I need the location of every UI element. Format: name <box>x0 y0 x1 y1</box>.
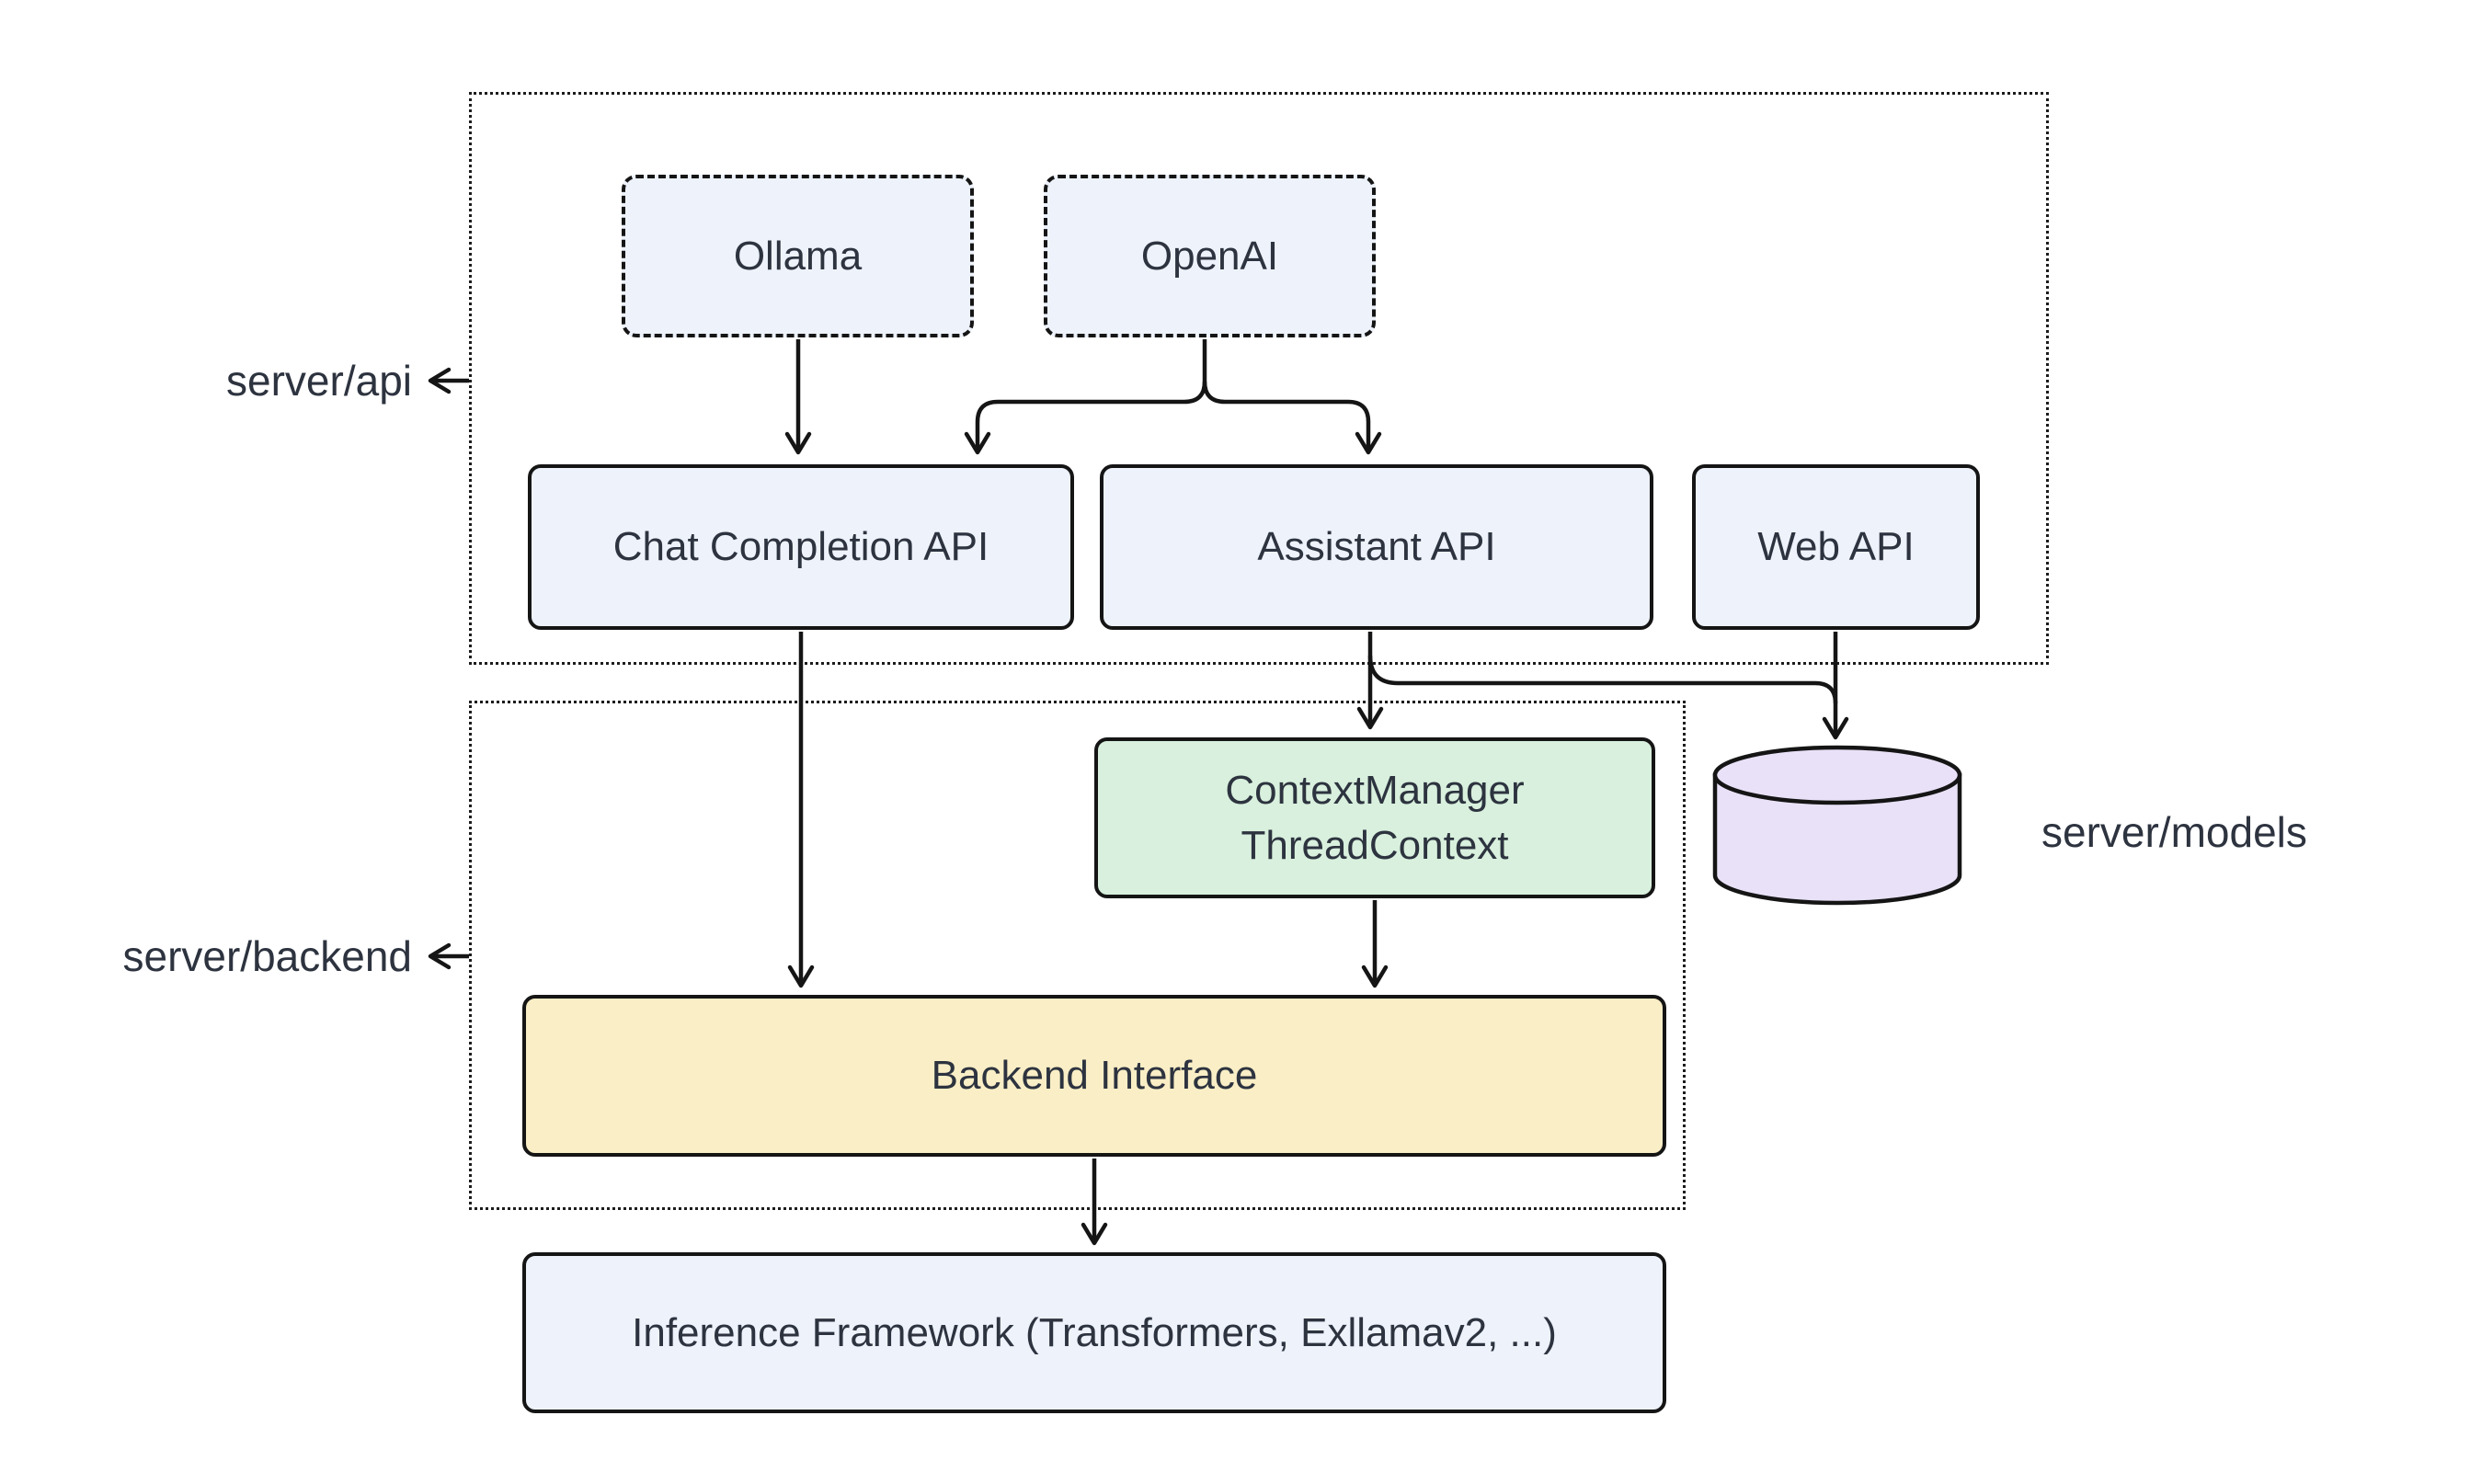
node-web-api-label: Web API <box>1757 524 1915 570</box>
node-chat-completion-api: Chat Completion API <box>528 464 1074 630</box>
container-server-backend <box>469 701 1686 1210</box>
label-server-models: server/models <box>2041 808 2307 856</box>
node-inference-framework-label: Inference Framework (Transformers, Exlla… <box>632 1309 1557 1355</box>
label-server-api: server/api <box>226 357 412 405</box>
node-web-api: Web API <box>1692 464 1980 630</box>
node-ollama: Ollama <box>622 175 974 337</box>
node-backend-interface: Backend Interface <box>522 995 1666 1157</box>
node-context-manager-line2: ThreadContext <box>1241 822 1509 868</box>
node-assistant-api-label: Assistant API <box>1257 524 1496 570</box>
container-server-api <box>469 92 2049 665</box>
node-backend-interface-label: Backend Interface <box>931 1053 1258 1099</box>
node-chat-completion-api-label: Chat Completion API <box>612 524 989 570</box>
node-ollama-label: Ollama <box>733 233 863 279</box>
node-assistant-api: Assistant API <box>1100 464 1653 630</box>
label-server-backend: server/backend <box>122 932 413 980</box>
db-sqlite-top <box>1712 745 1962 805</box>
node-openai: OpenAI <box>1044 175 1376 337</box>
db-sqlite-label: sqlite <box>1790 818 1885 863</box>
node-context-manager-line1: ContextManager <box>1225 768 1525 814</box>
node-inference-framework: Inference Framework (Transformers, Exlla… <box>522 1252 1666 1413</box>
node-openai-label: OpenAI <box>1140 233 1279 279</box>
node-context-manager: ContextManager ThreadContext <box>1094 737 1655 898</box>
